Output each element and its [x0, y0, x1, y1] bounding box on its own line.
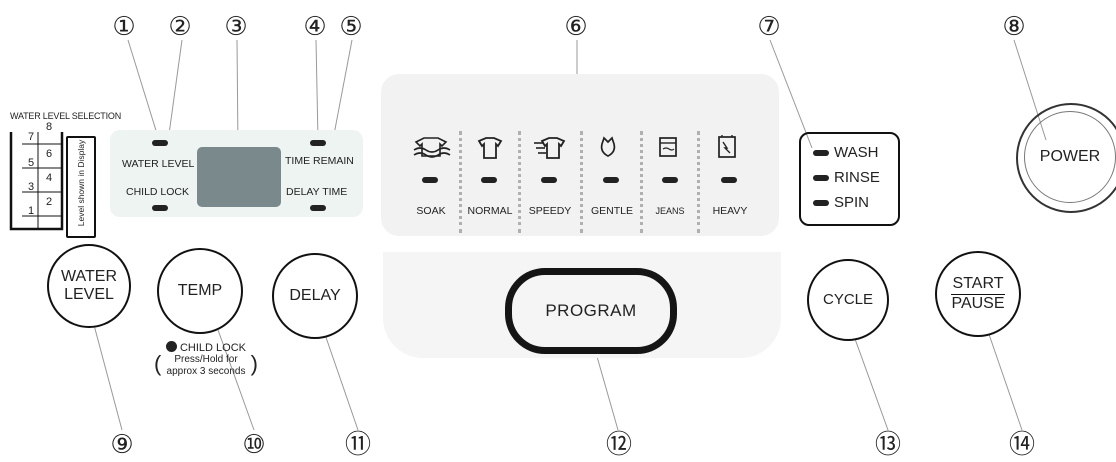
cycle-label-heavy: HEAVY [712, 205, 748, 217]
delay-button-label: DELAY [289, 287, 341, 304]
callout-8: ⑧ [1002, 12, 1026, 42]
open-paren: ( [154, 351, 162, 376]
child-lock-note-title-row: CHILD LOCK [162, 341, 250, 354]
cycle-label-gentle: GENTLE [590, 205, 633, 217]
level-display-note-text: Level shown in Display [76, 139, 86, 227]
water-level-5: 5 [28, 157, 35, 169]
stage-indicator-box: WASH RINSE SPIN [799, 132, 900, 226]
soak-led [422, 177, 438, 183]
cycle-label-normal: NORMAL [467, 205, 513, 217]
gentle-led [603, 177, 619, 183]
callout-11: ⑪ [344, 430, 371, 460]
heavy-icon [718, 135, 736, 158]
cycle-label-jeans: JEANS [655, 206, 685, 216]
water-level-indicator-label: WATER LEVEL [122, 158, 195, 170]
wash-led [813, 150, 829, 157]
callout-10: ⑩ [242, 430, 266, 460]
speedy-shirt-icon [534, 137, 566, 159]
speedy-led [541, 177, 557, 183]
heavy-led [721, 177, 737, 183]
callout-12: ⑫ [605, 430, 632, 460]
delay-button[interactable]: DELAY [272, 253, 358, 339]
stage-rinse-label: RINSE [834, 169, 880, 186]
water-level-2: 2 [46, 196, 53, 208]
close-paren: ) [250, 351, 258, 376]
power-button-label: POWER [1039, 148, 1101, 165]
power-button[interactable]: POWER [1024, 111, 1116, 203]
water-level-8: 8 [46, 121, 53, 133]
temp-button[interactable]: TEMP [157, 248, 243, 334]
rinse-led [813, 175, 829, 182]
child-lock-note-body: ( Press/Hold for approx 3 seconds ) [154, 352, 258, 378]
callout-4: ④ [303, 12, 327, 42]
cycle-label-soak: SOAK [416, 205, 446, 217]
cycle-button-label: CYCLE [822, 291, 874, 308]
start-label: START [951, 275, 1005, 295]
delay-time-label: DELAY TIME [286, 186, 348, 198]
temp-button-label: TEMP [177, 282, 223, 299]
normal-led [481, 177, 497, 183]
water-level-7: 7 [28, 131, 35, 143]
power-button-ring [1016, 103, 1116, 213]
child-lock-indicator-label: CHILD LOCK [126, 186, 190, 198]
divider [697, 131, 700, 233]
water-level-led [152, 140, 168, 146]
water-level-1: 1 [28, 205, 35, 217]
water-level-button-line2: LEVEL [64, 286, 114, 303]
callout-5: ⑤ [339, 12, 363, 42]
water-level-button-line1: WATER [61, 268, 117, 285]
callout-1: ① [112, 12, 136, 42]
stage-spin: SPIN [813, 194, 869, 211]
divider [640, 131, 643, 233]
soak-icon [413, 137, 451, 158]
divider [518, 131, 521, 233]
water-level-scale-icon [9, 132, 64, 231]
stage-wash: WASH [813, 144, 878, 161]
program-button-label: PROGRAM [545, 301, 637, 320]
time-remain-led [310, 140, 326, 146]
callout-9: ⑨ [110, 430, 134, 460]
shirt-icon [477, 137, 503, 159]
jeans-icon [659, 137, 677, 157]
callout-6: ⑥ [564, 12, 588, 42]
child-lock-note-line2: approx 3 seconds [166, 366, 246, 377]
delay-time-led [310, 205, 326, 211]
child-lock-note-title: CHILD LOCK [179, 342, 247, 354]
cycle-label-speedy: SPEEDY [528, 205, 572, 217]
divider [459, 131, 462, 233]
time-remain-label: TIME REMAIN [285, 155, 354, 167]
callout-3: ③ [224, 12, 248, 42]
program-button[interactable]: PROGRAM [505, 268, 677, 354]
lcd-display [197, 147, 281, 207]
cycle-button[interactable]: CYCLE [807, 259, 889, 341]
divider [580, 131, 583, 233]
delicate-icon [600, 136, 616, 157]
jeans-led [662, 177, 678, 183]
stage-spin-label: SPIN [834, 194, 870, 211]
callout-13: ⑬ [874, 430, 901, 460]
water-level-4: 4 [46, 172, 53, 184]
child-lock-note: CHILD LOCK ( Press/Hold for approx 3 sec… [154, 341, 258, 378]
water-level-selection-title: WATER LEVEL SELECTION [10, 111, 121, 121]
callout-14: ⑭ [1008, 430, 1035, 460]
child-face-icon [165, 341, 177, 352]
callout-7: ⑦ [757, 12, 781, 42]
stage-rinse: RINSE [813, 169, 880, 186]
water-level-6: 6 [46, 148, 53, 160]
pause-label: PAUSE [951, 295, 1005, 312]
callout-2: ② [168, 12, 192, 42]
water-level-3: 3 [28, 181, 35, 193]
level-display-note: Level shown in Display [66, 136, 96, 238]
spin-led [813, 200, 829, 207]
child-lock-note-line1: Press/Hold for [174, 354, 238, 365]
stage-wash-label: WASH [834, 144, 879, 161]
child-lock-led [152, 205, 168, 211]
